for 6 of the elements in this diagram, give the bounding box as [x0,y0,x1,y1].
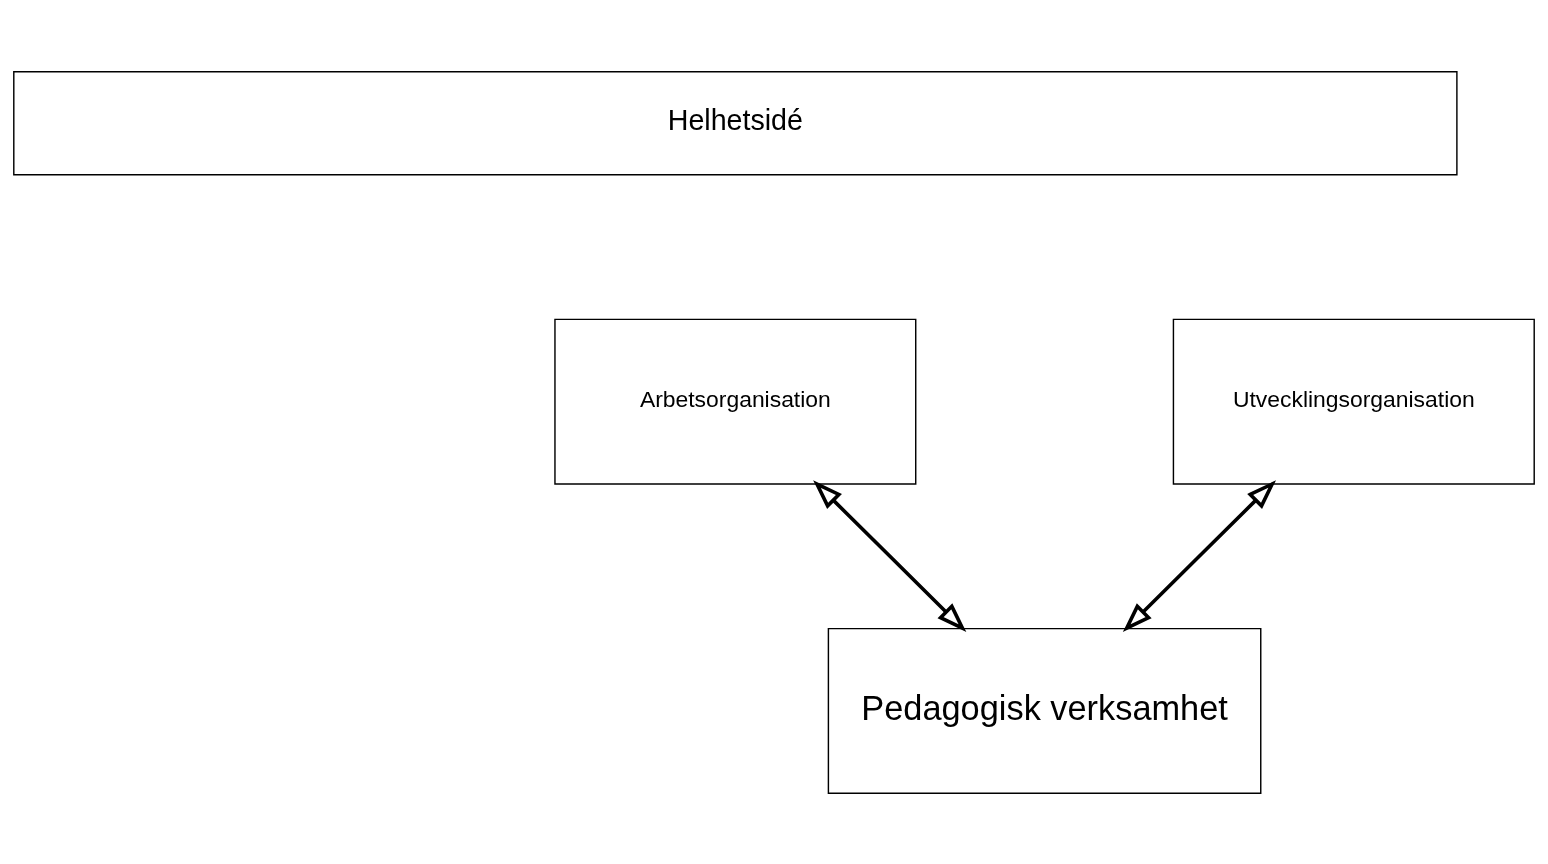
node-box: Helhetsidé [13,70,1458,175]
node-box: Utvecklingsorganisation [1172,318,1535,485]
arrow [1122,479,1277,632]
node-box: Arbetsorganisation [554,318,917,485]
node-box: Pedagogisk verksamhet [827,627,1262,794]
arrow [813,479,967,632]
